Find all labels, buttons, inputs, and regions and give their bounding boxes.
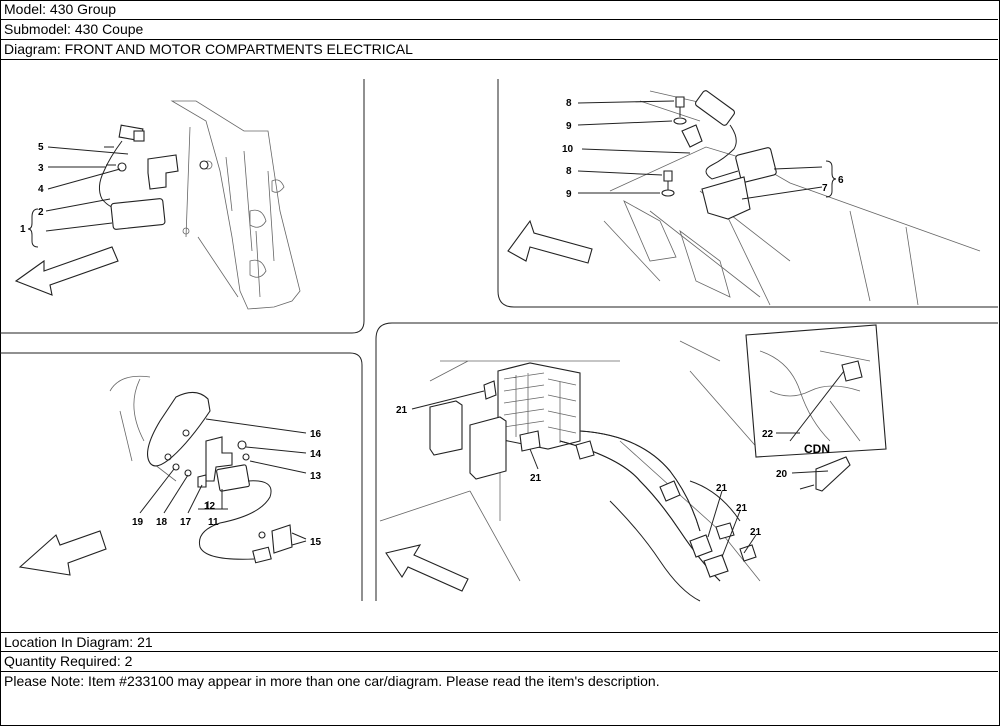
callout-21-harness-b: 21 <box>736 503 748 514</box>
submodel-text: Submodel: 430 Coupe <box>4 21 144 37</box>
diagram-title-row: Diagram: FRONT AND MOTOR COMPARTMENTS EL… <box>0 40 998 60</box>
callout-8-upper: 8 <box>566 98 572 109</box>
submodel-row: Submodel: 430 Coupe <box>0 20 998 40</box>
callout-16: 16 <box>310 429 322 440</box>
diagram-title-text: Diagram: FRONT AND MOTOR COMPARTMENTS EL… <box>4 41 413 57</box>
callout-20: 20 <box>776 469 788 480</box>
callout-5: 5 <box>38 142 44 153</box>
callout-6: 6 <box>838 175 844 186</box>
note-text: Please Note: Item #233100 may appear in … <box>4 673 660 689</box>
callout-9-upper: 9 <box>566 121 572 132</box>
model-text: Model: 430 Group <box>4 1 117 17</box>
panel-3-drawing <box>18 375 307 576</box>
panel-2-drawing <box>507 90 981 306</box>
panel-2-frame <box>497 79 998 308</box>
quantity-row: Quantity Required: 2 <box>0 652 998 672</box>
panel-1-frame <box>0 79 365 334</box>
callout-13: 13 <box>310 471 322 482</box>
cdn-label: CDN <box>804 442 830 456</box>
callout-7: 7 <box>822 183 828 194</box>
location-row: Location In Diagram: 21 <box>0 632 998 652</box>
parts-diagram: 5 3 4 2 1 8 9 10 8 9 6 7 <box>0 61 998 631</box>
callout-14: 14 <box>310 449 322 460</box>
callout-18: 18 <box>156 517 168 528</box>
callout-15: 15 <box>310 537 322 548</box>
quantity-text: Quantity Required: 2 <box>4 653 133 669</box>
panel-4-frame <box>375 322 998 601</box>
panel-3-frame <box>0 352 363 601</box>
callout-21-harness-c: 21 <box>750 527 762 538</box>
location-text: Location In Diagram: 21 <box>4 634 153 650</box>
callout-21-harness-a: 21 <box>716 483 728 494</box>
callout-1: 1 <box>20 224 26 235</box>
callout-19: 19 <box>132 517 144 528</box>
callout-4: 4 <box>38 184 44 195</box>
callout-21-bottom: 21 <box>530 473 542 484</box>
callout-21-left: 21 <box>396 405 408 416</box>
callout-22: 22 <box>762 429 774 440</box>
callout-17: 17 <box>180 517 192 528</box>
callout-12: 12 <box>204 501 216 512</box>
panel-4-drawing <box>379 324 887 602</box>
panel-1-drawing <box>14 100 301 310</box>
note-row: Please Note: Item #233100 may appear in … <box>0 672 998 724</box>
model-row: Model: 430 Group <box>0 0 998 20</box>
callout-8-lower: 8 <box>566 166 572 177</box>
callout-3: 3 <box>38 163 44 174</box>
callout-9-lower: 9 <box>566 189 572 200</box>
callout-11: 11 <box>208 517 219 528</box>
callout-2: 2 <box>38 207 44 218</box>
callout-10: 10 <box>562 144 574 155</box>
